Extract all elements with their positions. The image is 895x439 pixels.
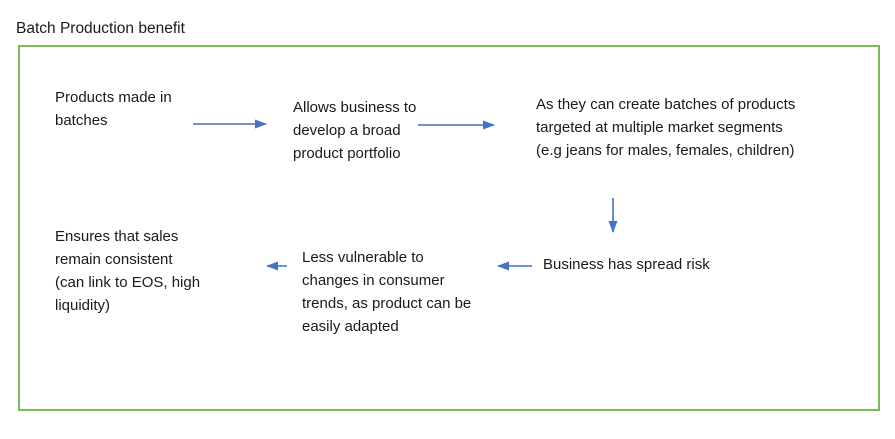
- node-consistent-sales: Ensures that sales remain consistent (ca…: [55, 228, 201, 314]
- node-business-spread-risk: Business has spread risk: [543, 256, 710, 273]
- node-less-vulnerable-to-trends: Less vulnerable to changes in consumer t…: [302, 249, 472, 335]
- diagram-title: Batch Production benefit: [16, 20, 185, 37]
- node-broad-product-portfolio: Allows business to develop a broad produ…: [293, 99, 417, 162]
- diagram-border-box: [18, 45, 880, 411]
- node-products-made-in-batches: Products made in batches: [55, 89, 172, 129]
- node-multiple-market-segments: As they can create batches of products t…: [536, 96, 796, 159]
